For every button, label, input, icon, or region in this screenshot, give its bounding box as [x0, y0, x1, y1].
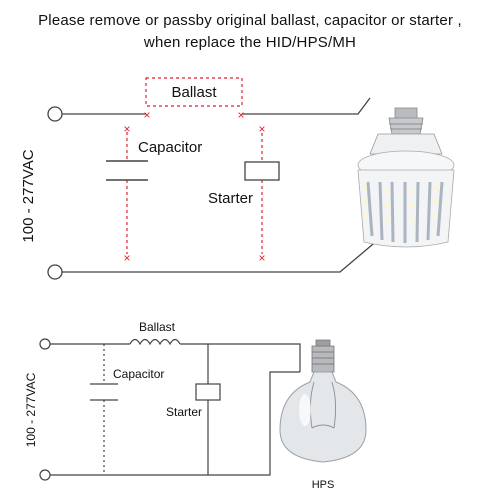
top-ballast-label: Ballast: [171, 84, 217, 101]
top-neutral-wire: [62, 227, 393, 273]
bottom-starter-box: [195, 383, 221, 401]
bottom-capacitor-plates: [90, 383, 118, 401]
bottom-ballast-label: Ballast: [139, 320, 176, 334]
top-starter-removed-x-lower: ×: [258, 251, 265, 265]
bottom-diagram: Ballast Capacitor Starter 100 - 277VAC: [24, 320, 367, 491]
top-capacitor-label: Capacitor: [138, 139, 202, 156]
bottom-capacitor-label: Capacitor: [113, 367, 164, 381]
top-terminal-lower: [47, 264, 63, 280]
instruction-heading-line-2: when replace the HID/HPS/MH: [143, 34, 357, 51]
top-capacitor-removed-x-lower: ×: [123, 251, 130, 265]
top-terminal-upper: [47, 106, 63, 122]
bottom-starter-label: Starter: [166, 405, 202, 419]
bottom-terminal-lower: [39, 469, 51, 481]
hps-bulb-icon: [279, 339, 367, 463]
top-starter-box: [244, 161, 280, 181]
led-corn-bulb-icon: [357, 107, 455, 248]
hps-bulb-label: HPS: [312, 479, 335, 491]
top-starter-removed-x-upper: ×: [258, 122, 265, 136]
top-capacitor-removed-x-upper: ×: [123, 122, 130, 136]
top-ballast-removed-box: [145, 77, 243, 107]
bottom-neutral-wire: [50, 371, 300, 476]
top-diagram: Ballast × × × × Capacitor × × Starter 10…: [20, 77, 455, 280]
top-live-wire: [62, 97, 371, 115]
top-capacitor-plates: [106, 160, 148, 181]
top-voltage-label: 100 - 277VAC: [20, 149, 37, 242]
top-ballast-removed-x-right: ×: [237, 108, 244, 122]
top-starter-label: Starter: [208, 190, 253, 207]
bottom-ballast-coil: [129, 338, 181, 346]
bottom-voltage-label: 100 - 277VAC: [24, 372, 38, 447]
instruction-heading-line-1: Please remove or passby original ballast…: [38, 12, 462, 29]
top-ballast-removed-x-left: ×: [143, 108, 150, 122]
bottom-terminal-upper: [39, 338, 51, 350]
bottom-live-wire-right: [180, 343, 301, 372]
